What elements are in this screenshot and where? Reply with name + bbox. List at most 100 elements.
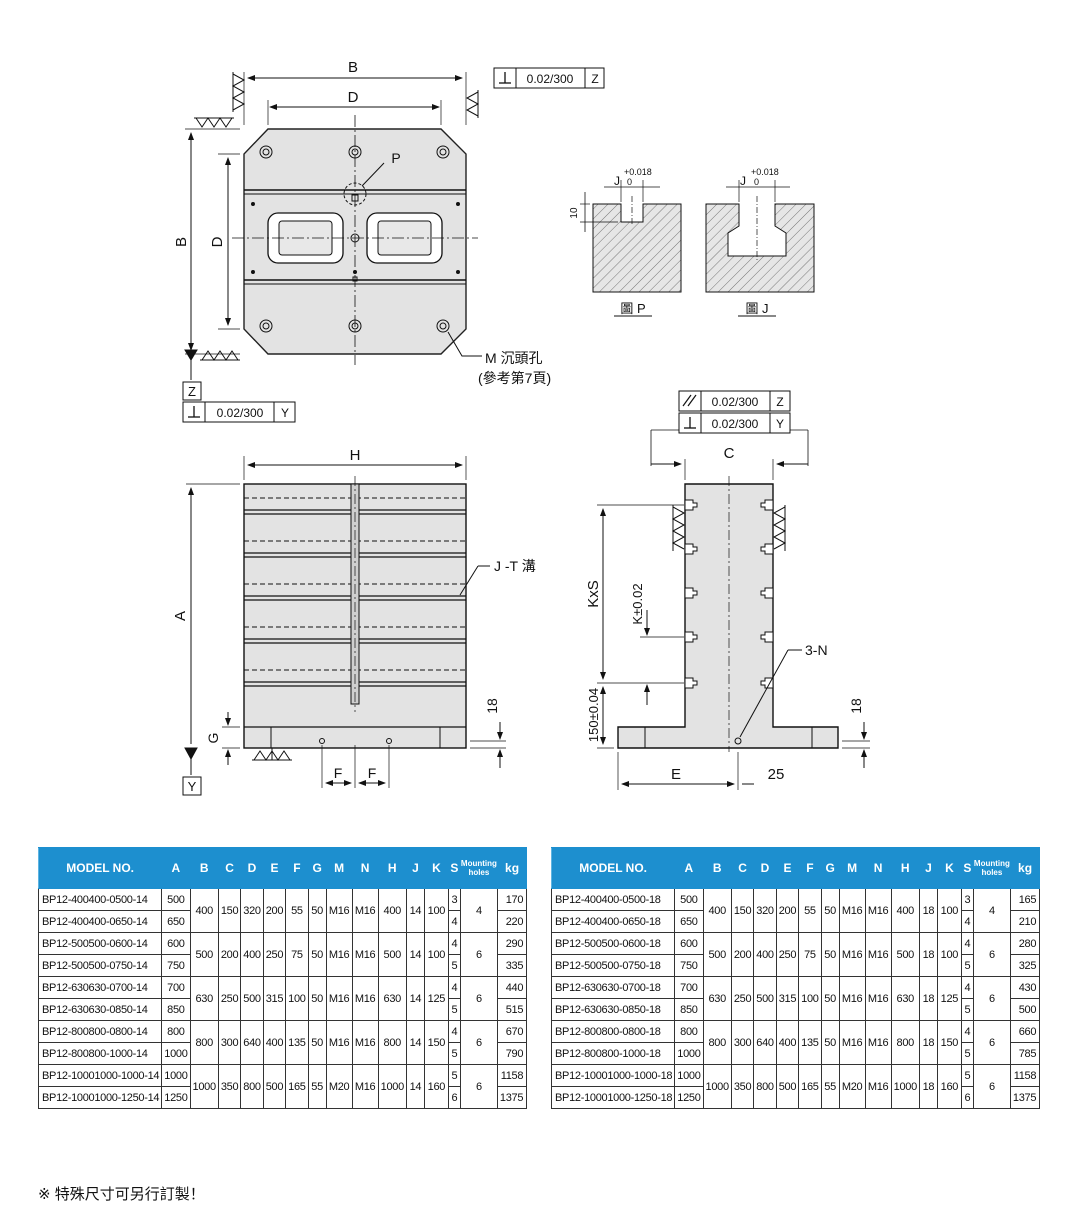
cell-j: 18	[918, 888, 938, 933]
cell-g: 55	[820, 1064, 840, 1109]
tol-zero-j: 0	[754, 177, 759, 187]
cell-d: 800	[753, 1064, 777, 1109]
cell-mounting-holes: 6	[972, 932, 1011, 977]
cell-c: 200	[217, 932, 242, 977]
cell-n: M16	[864, 1064, 892, 1109]
section-views	[580, 180, 815, 317]
column-header: H	[377, 847, 407, 889]
tol-zero-p: 0	[627, 177, 632, 187]
cell-s: 4	[447, 1020, 461, 1043]
dim-18-side: 18	[848, 698, 864, 714]
side-view	[597, 390, 870, 790]
cell-j: 18	[918, 1020, 938, 1065]
cell-e: 400	[262, 1020, 287, 1065]
cell-m: M16	[325, 932, 353, 977]
model-number: BP12-10001000-1250-18	[550, 1086, 676, 1109]
column-header: S	[447, 847, 461, 889]
cell-e: 200	[775, 888, 800, 933]
cell-a: 600	[674, 932, 704, 955]
label-m-ref: (參考第7頁)	[478, 370, 551, 386]
cell-k: 100	[423, 932, 449, 977]
cell-kg: 1158	[1009, 1064, 1041, 1087]
cell-mounting-holes: 4	[972, 888, 1011, 933]
cell-h: 1000	[377, 1064, 407, 1109]
caption-p: 圖 P	[620, 301, 645, 316]
side-view-labels: 0.02/300 Z 0.02/300 Y C KxS K±0.02 3-N 1…	[585, 395, 864, 783]
cell-a: 1000	[161, 1064, 191, 1087]
cell-d: 320	[753, 888, 777, 933]
cell-g: 50	[307, 976, 327, 1021]
cell-k: 125	[936, 976, 962, 1021]
cell-g: 50	[820, 976, 840, 1021]
column-header: K	[936, 847, 962, 889]
cell-s: 4	[960, 910, 974, 933]
cell-g: 50	[820, 932, 840, 977]
cell-kg: 670	[496, 1020, 528, 1043]
cell-a: 1250	[674, 1086, 704, 1109]
dim-e: E	[671, 766, 681, 783]
cell-n: M16	[864, 888, 892, 933]
cell-b: 500	[702, 932, 732, 977]
cell-k: 150	[936, 1020, 962, 1065]
caption-j: 圖 J	[745, 301, 768, 316]
cell-d: 640	[753, 1020, 777, 1065]
cell-m: M16	[325, 976, 353, 1021]
cell-mounting-holes: 6	[459, 1020, 498, 1065]
model-number: BP12-630630-0700-18	[550, 976, 676, 999]
label-j-p: J	[614, 174, 620, 188]
technical-drawing: B D B D P M 沉頭孔 (參考第7頁) Z 0.02/300 Z 0.0…	[172, 59, 870, 796]
model-number: BP12-500500-0600-14	[37, 932, 163, 955]
model-number: BP12-400400-0500-18	[550, 888, 676, 911]
dim-25: 25	[768, 766, 785, 783]
cell-e: 250	[775, 932, 800, 977]
cell-g: 50	[307, 1020, 327, 1065]
tol-perp-value: 0.02/300	[712, 417, 759, 431]
cell-s: 5	[447, 1064, 461, 1087]
cell-f: 75	[285, 932, 309, 977]
cell-k: 100	[936, 932, 962, 977]
cell-f: 165	[798, 1064, 822, 1109]
column-header: G	[820, 847, 840, 889]
column-header: G	[307, 847, 327, 889]
cell-s: 4	[447, 932, 461, 955]
cell-f: 135	[798, 1020, 822, 1065]
cell-kg: 790	[496, 1042, 528, 1065]
cell-kg: 165	[1009, 888, 1041, 911]
cell-g: 50	[820, 1020, 840, 1065]
cell-a: 1250	[161, 1086, 191, 1109]
column-header: E	[775, 847, 800, 889]
cell-k: 160	[936, 1064, 962, 1109]
cell-a: 1000	[161, 1042, 191, 1065]
cell-f: 75	[798, 932, 822, 977]
model-number: BP12-630630-0850-18	[550, 998, 676, 1021]
column-header: H	[890, 847, 920, 889]
cell-g: 55	[307, 1064, 327, 1109]
model-number: BP12-500500-0750-18	[550, 954, 676, 977]
cell-a: 650	[674, 910, 704, 933]
cell-m: M16	[325, 1020, 353, 1065]
cell-mounting-holes: 6	[972, 1064, 1011, 1109]
cell-c: 350	[730, 1064, 755, 1109]
cell-a: 600	[161, 932, 191, 955]
tol-par-ref: Z	[776, 395, 783, 409]
cell-d: 800	[240, 1064, 264, 1109]
cell-s: 5	[960, 998, 974, 1021]
label-t-slot: J -T 溝	[494, 558, 536, 574]
column-header: N	[351, 847, 379, 889]
dim-d-side: D	[209, 236, 226, 247]
cell-b: 500	[189, 932, 219, 977]
cell-b: 800	[702, 1020, 732, 1065]
cell-k: 160	[423, 1064, 449, 1109]
cell-d: 400	[753, 932, 777, 977]
cell-mounting-holes: 6	[459, 1064, 498, 1109]
dim-b-top: B	[348, 59, 358, 76]
cell-kg: 290	[496, 932, 528, 955]
dim-f2: F	[368, 765, 377, 781]
cell-e: 500	[262, 1064, 287, 1109]
